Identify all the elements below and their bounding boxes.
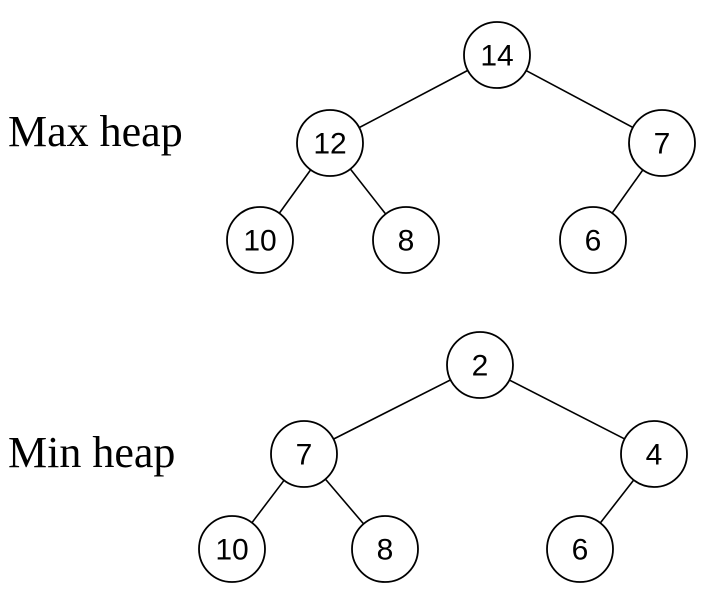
max-heap-edge bbox=[525, 69, 634, 129]
max-heap-node-circle bbox=[296, 109, 364, 177]
min-heap-label: Min heap bbox=[8, 428, 175, 477]
min-heap-node: 6 bbox=[546, 515, 614, 583]
max-heap-node: 12 bbox=[296, 109, 364, 177]
min-heap-node-value: 6 bbox=[572, 534, 589, 567]
max-heap-tree: 14 12 7 10 8 6 bbox=[226, 21, 696, 274]
max-heap-node-circle bbox=[372, 206, 440, 274]
min-heap-node-value: 4 bbox=[646, 439, 663, 472]
max-heap-edge bbox=[611, 169, 644, 214]
max-heap-node: 10 bbox=[226, 206, 294, 274]
max-heap-label: Max heap bbox=[8, 107, 183, 156]
max-heap-node-value: 10 bbox=[243, 225, 276, 258]
min-heap-node: 2 bbox=[446, 331, 514, 399]
max-heap-node-circle bbox=[628, 109, 696, 177]
min-heap-edge bbox=[509, 379, 625, 440]
min-heap-node-value: 10 bbox=[215, 534, 248, 567]
min-heap-node-circle bbox=[198, 515, 266, 583]
min-heap-tree: 2 7 4 10 8 6 bbox=[198, 331, 688, 583]
min-heap-node-value: 7 bbox=[296, 439, 313, 472]
min-heap-node: 8 bbox=[351, 515, 419, 583]
max-heap-node: 7 bbox=[628, 109, 696, 177]
min-heap-node-value: 8 bbox=[377, 534, 394, 567]
max-heap-edge bbox=[349, 168, 387, 215]
min-heap-node-circle bbox=[546, 515, 614, 583]
min-heap-node: 7 bbox=[270, 420, 338, 488]
max-heap-node: 8 bbox=[372, 206, 440, 274]
max-heap-node-circle bbox=[463, 21, 531, 89]
min-heap-node-value: 2 bbox=[472, 350, 489, 383]
max-heap-node-value: 6 bbox=[585, 225, 602, 258]
max-heap-node-value: 8 bbox=[398, 225, 415, 258]
min-heap-node-circle bbox=[351, 515, 419, 583]
max-heap-node-circle bbox=[559, 206, 627, 274]
max-heap-node-value: 14 bbox=[480, 40, 513, 73]
min-heap-edge bbox=[251, 479, 285, 524]
max-heap-node: 6 bbox=[559, 206, 627, 274]
max-heap-node-value: 7 bbox=[654, 128, 671, 161]
min-heap-edge bbox=[324, 478, 365, 525]
min-heap-node-circle bbox=[446, 331, 514, 399]
max-heap-node: 14 bbox=[463, 21, 531, 89]
max-heap-node-value: 12 bbox=[313, 128, 346, 161]
max-heap-edge bbox=[358, 69, 469, 129]
min-heap-node-circle bbox=[620, 420, 688, 488]
min-heap-node: 4 bbox=[620, 420, 688, 488]
max-heap-node-circle bbox=[226, 206, 294, 274]
min-heap-node-circle bbox=[270, 420, 338, 488]
min-heap-edge bbox=[599, 479, 635, 524]
max-heap-edge bbox=[278, 169, 312, 214]
min-heap-edge bbox=[333, 379, 451, 440]
min-heap-node: 10 bbox=[198, 515, 266, 583]
